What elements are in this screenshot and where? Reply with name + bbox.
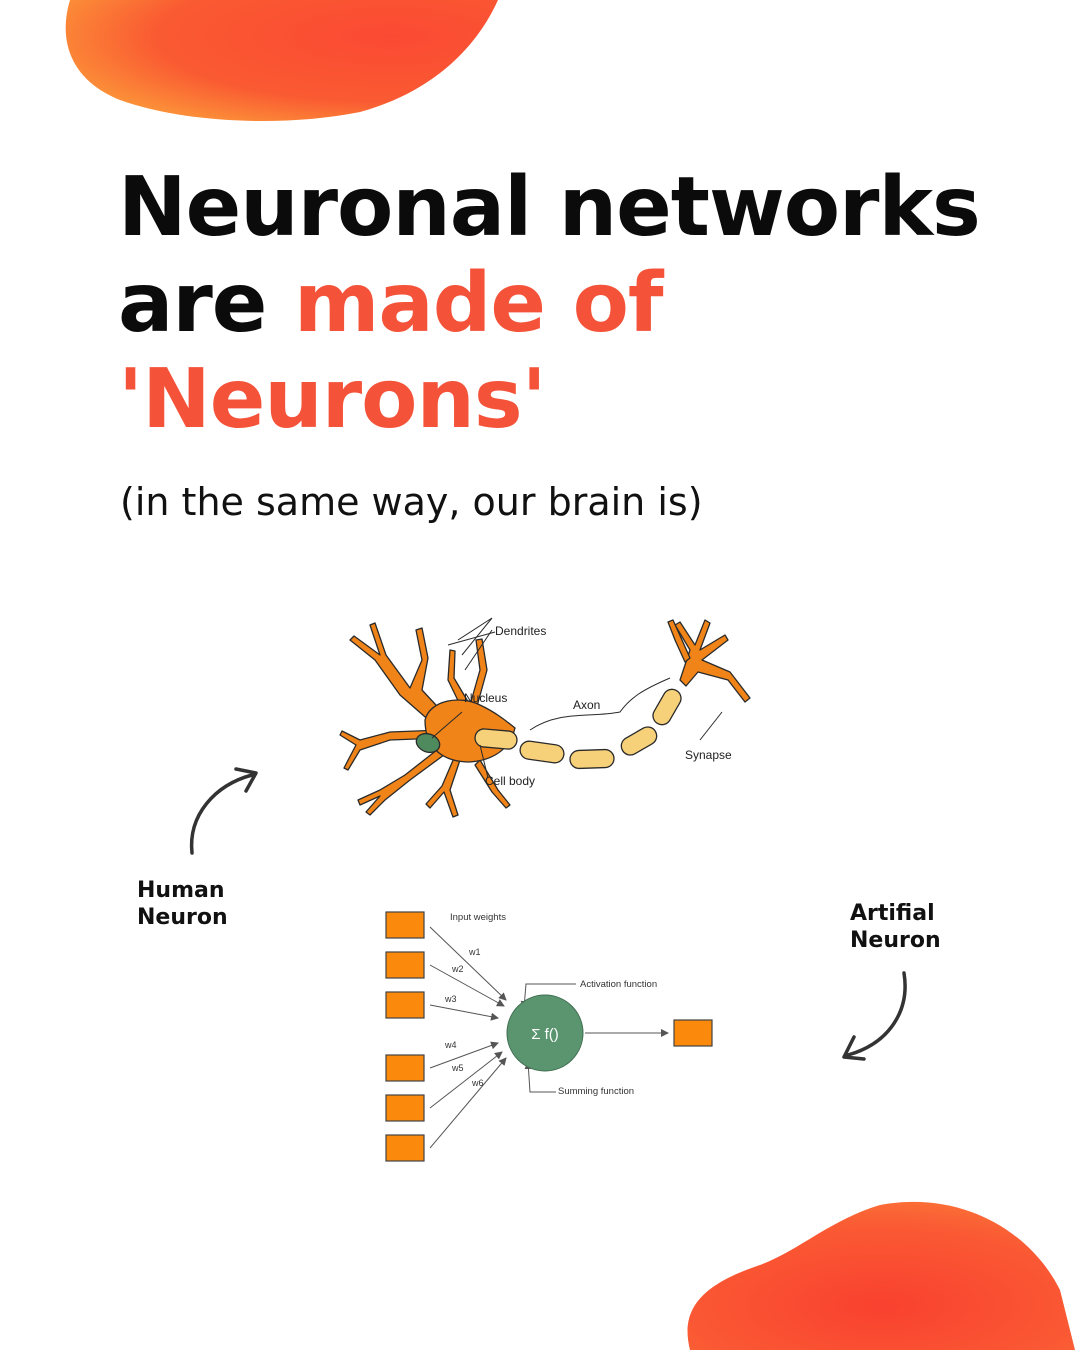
output-box [673, 1019, 713, 1047]
neuron-node [506, 994, 584, 1072]
weight-label: w1 [468, 947, 481, 957]
input-box [385, 911, 425, 939]
input-box [385, 1054, 425, 1082]
label-synapse: Synapse [685, 748, 732, 762]
bottom-blob [687, 1201, 1075, 1350]
input-box [385, 991, 425, 1019]
label-input-weights: Input weights [450, 912, 506, 923]
label-nucleus: Nucleus [464, 691, 507, 705]
label-cell-body: Cell body [485, 774, 535, 788]
title-line-1: Neuronal networks [118, 160, 981, 255]
artificial-neuron-diagram: Σ f() Input weights Activation function … [385, 911, 713, 1162]
weight-label: w2 [451, 964, 464, 974]
label-activation-function: Activation function [580, 979, 657, 990]
title-line-2-plain: are [118, 256, 294, 351]
axon-segments [474, 688, 682, 770]
label-axon: Axon [573, 698, 600, 712]
label-dendrites: Dendrites [495, 624, 546, 638]
label-summing-function: Summing function [558, 1086, 634, 1097]
human-neuron-diagram: Dendrites Nucleus Axon Synapse Cell body [339, 617, 751, 818]
input-box [385, 1094, 425, 1122]
title-line-3-accent: 'Neurons' [118, 352, 547, 447]
node-symbol: Σ f() [531, 1026, 559, 1043]
input-box [385, 951, 425, 979]
top-blob [65, 0, 498, 122]
nucleus [415, 732, 441, 754]
input-box [385, 1134, 425, 1162]
human-neuron-label: Human Neuron [137, 878, 228, 930]
synapse-branches [667, 619, 751, 703]
weight-label: w4 [444, 1040, 457, 1050]
weight-label: w6 [471, 1078, 484, 1088]
subtitle: (in the same way, our brain is) [120, 480, 703, 524]
title-line-2-accent: made of [293, 256, 664, 351]
artificial-neuron-label: Artifial Neuron [850, 901, 941, 953]
weight-label: w3 [444, 994, 457, 1004]
arrow-up-icon [189, 767, 258, 855]
page-title: Neuronal networks are made of 'Neurons' [118, 160, 1018, 448]
dendrites-left [339, 622, 511, 818]
arrow-down-icon [842, 971, 907, 1061]
weight-label: w5 [451, 1063, 464, 1073]
